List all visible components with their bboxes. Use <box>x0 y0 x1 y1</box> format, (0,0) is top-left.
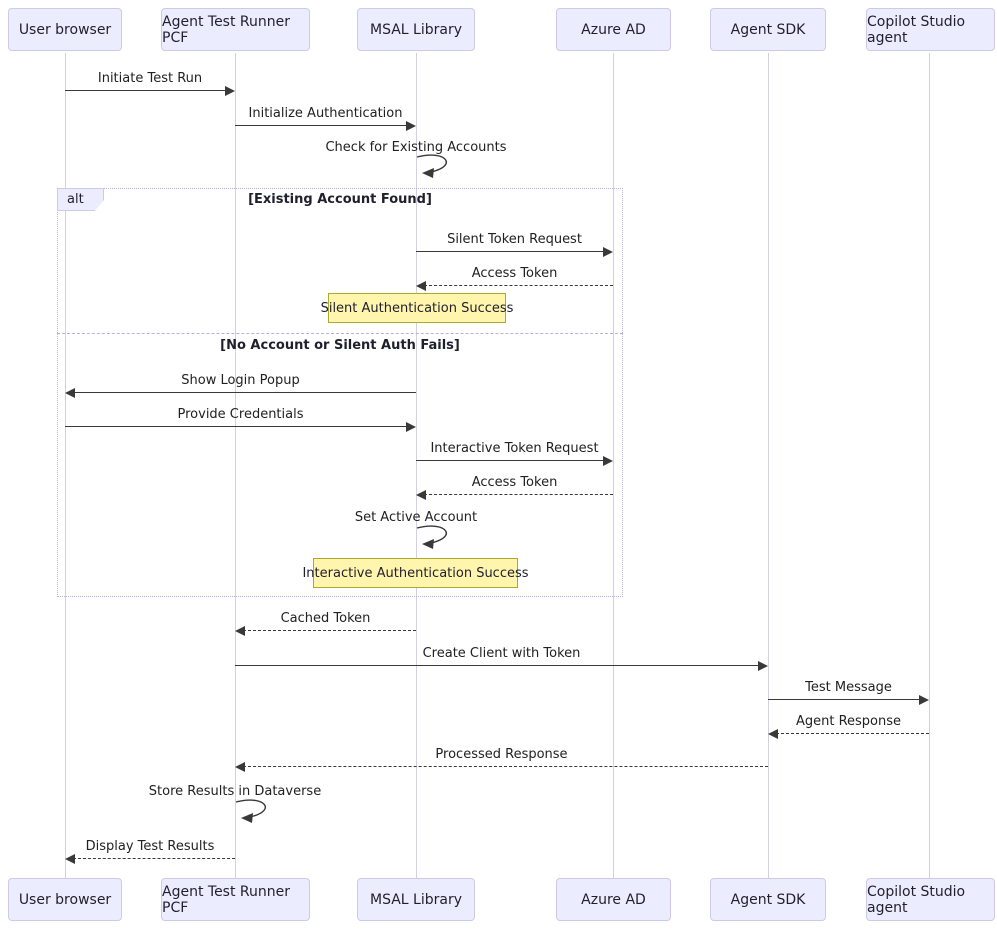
arrowhead-left <box>416 490 426 500</box>
actor-top-msal-library: MSAL Library <box>357 8 475 51</box>
actor-bottom-agent-test-runner-pcf: Agent Test Runner PCF <box>161 878 310 921</box>
alt-condition-2: [No Account or Silent Auth Fails] <box>220 338 460 353</box>
actor-bottom-azure-ad: Azure AD <box>556 878 671 921</box>
alt-else-divider <box>57 333 623 334</box>
actor-top-user-browser: User browser <box>8 8 122 51</box>
message-label: Processed Response <box>435 747 568 762</box>
actor-top-agent-sdk: Agent SDK <box>710 8 826 51</box>
message-label: Silent Token Request <box>447 232 582 247</box>
lifeline-copilot-studio-agent <box>929 53 930 878</box>
alt-frame-label: alt <box>57 188 104 211</box>
alt-condition-1: [Existing Account Found] <box>248 192 432 207</box>
actor-bottom-copilot-studio-agent: Copilot Studio agent <box>866 878 995 921</box>
actor-bottom-agent-sdk: Agent SDK <box>710 878 826 921</box>
message-line <box>243 630 416 631</box>
message-label: Provide Credentials <box>177 407 304 422</box>
message-label: Show Login Popup <box>181 373 300 388</box>
arrowhead-right <box>603 456 613 466</box>
message-line <box>73 858 235 859</box>
arrowhead-right <box>406 422 416 432</box>
lifeline-user-browser <box>65 53 66 878</box>
message-line <box>424 285 613 286</box>
message-line <box>243 766 768 767</box>
message-label: Access Token <box>471 266 558 281</box>
arrowhead-right <box>225 86 235 96</box>
message-label: Initialize Authentication <box>248 106 403 121</box>
message-label: Set Active Account <box>354 510 478 525</box>
message-label: Initiate Test Run <box>97 71 203 86</box>
message-line <box>65 426 408 427</box>
message-label: Create Client with Token <box>422 646 581 661</box>
message-label: Interactive Token Request <box>430 441 599 456</box>
message-line <box>73 392 416 393</box>
arrowhead-right <box>919 695 929 705</box>
actor-top-azure-ad: Azure AD <box>556 8 671 51</box>
message-label: Display Test Results <box>85 839 215 854</box>
actor-top-copilot-studio-agent: Copilot Studio agent <box>866 8 995 51</box>
arrowhead-left <box>235 626 245 636</box>
lifeline-agent-sdk <box>768 53 769 878</box>
self-loop-arrow <box>416 154 447 178</box>
note: Silent Authentication Success <box>321 293 513 323</box>
message-line <box>424 494 613 495</box>
message-label: Store Results in Dataverse <box>148 784 322 799</box>
message-line <box>416 251 605 252</box>
note: Interactive Authentication Success <box>302 558 529 588</box>
arrowhead-left <box>65 854 75 864</box>
lifeline-azure-ad <box>613 53 614 878</box>
self-loop-arrow <box>235 799 266 823</box>
self-loop-arrow <box>416 525 447 549</box>
arrowhead-right <box>603 247 613 257</box>
arrowhead-left <box>768 729 778 739</box>
actor-top-agent-test-runner-pcf: Agent Test Runner PCF <box>161 8 310 51</box>
message-label: Test Message <box>805 680 892 695</box>
message-label: Access Token <box>471 475 558 490</box>
message-line <box>65 90 227 91</box>
message-line <box>235 665 760 666</box>
arrowhead-left <box>235 762 245 772</box>
lifeline-agent-test-runner-pcf <box>235 53 236 878</box>
lifeline-msal-library <box>416 53 417 878</box>
arrowhead-left <box>416 281 426 291</box>
actor-bottom-user-browser: User browser <box>8 878 122 921</box>
alt-keyword: alt <box>67 192 84 207</box>
message-line <box>416 460 605 461</box>
arrowhead-right <box>758 661 768 671</box>
message-label: Check for Existing Accounts <box>325 140 507 155</box>
message-line <box>768 699 921 700</box>
message-label: Cached Token <box>280 611 371 626</box>
message-label: Agent Response <box>795 714 902 729</box>
arrowhead-right <box>406 121 416 131</box>
actor-bottom-msal-library: MSAL Library <box>357 878 475 921</box>
message-line <box>235 125 408 126</box>
message-line <box>776 733 929 734</box>
alt-frame <box>57 188 623 597</box>
arrowhead-left <box>65 388 75 398</box>
